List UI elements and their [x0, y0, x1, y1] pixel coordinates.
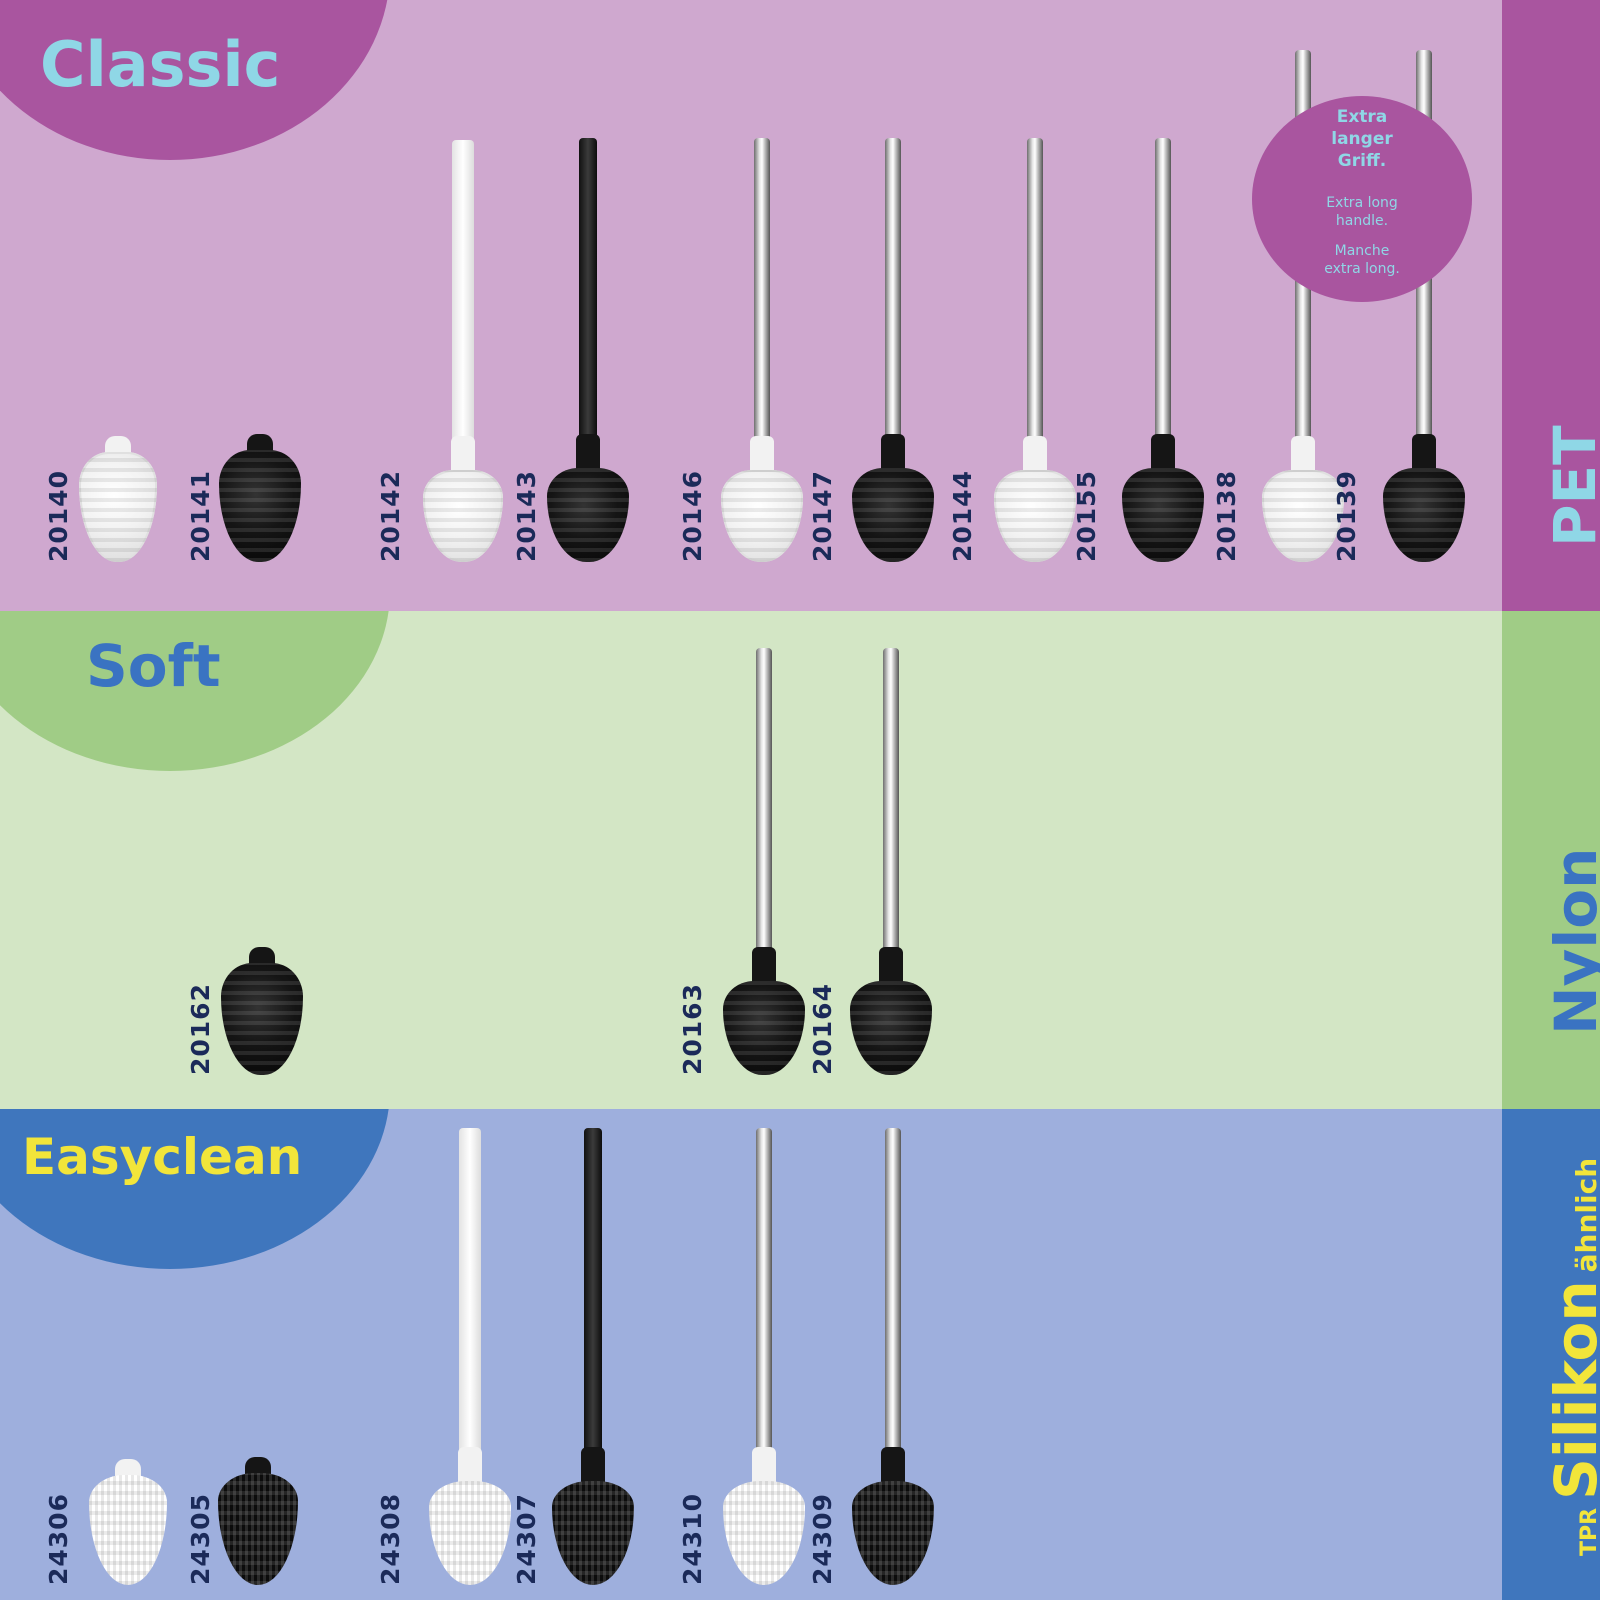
brush-handle: [756, 1128, 772, 1453]
product-code: 24307: [512, 1493, 541, 1585]
brush-handle: [756, 648, 772, 953]
extra-long-handle-badge: Extra langer Griff. Extra long handle. M…: [1252, 96, 1472, 302]
material-label-pet: PET: [1541, 425, 1600, 547]
badge-text-fr: Manche extra long.: [1324, 243, 1400, 277]
brush-neck: [752, 947, 776, 987]
material-strip-silikon: TPR Silikon ähnlich: [1502, 1109, 1600, 1600]
brush-neck: [1291, 436, 1315, 476]
material-suffix: ähnlich: [1570, 1157, 1600, 1273]
brush-neck: [1023, 436, 1047, 476]
brush-handle: [584, 1128, 602, 1453]
brush-neck: [881, 434, 905, 474]
product-code: 24310: [678, 1493, 707, 1585]
brush-neck: [879, 947, 903, 987]
material-strip-pet: PET: [1502, 0, 1600, 611]
brush-head: [221, 963, 303, 1075]
product-code: 20139: [1332, 470, 1361, 562]
material-name-silikon: Silikon: [1542, 1280, 1600, 1500]
brush-handle: [885, 1128, 901, 1453]
product-code: 20162: [186, 983, 215, 1075]
material-strip-nylon: Nylon: [1502, 611, 1600, 1109]
brush-neck: [1412, 434, 1436, 474]
product-code: 20140: [44, 470, 73, 562]
brush-neck: [451, 436, 475, 476]
brush-neck: [750, 436, 774, 476]
product-code: 20141: [186, 470, 215, 562]
product-code: 20163: [678, 983, 707, 1075]
product-code: 20142: [376, 470, 405, 562]
product-code: 24309: [808, 1493, 837, 1585]
product-code: 20138: [1212, 470, 1241, 562]
product-code: 20143: [512, 470, 541, 562]
brush-neck: [881, 1447, 905, 1487]
product-code: 20146: [678, 470, 707, 562]
product-code: 20155: [1072, 470, 1101, 562]
material-prefix-tpr: TPR: [1577, 1507, 1600, 1556]
brush-handle: [1155, 138, 1171, 440]
brush-handle: [754, 138, 770, 442]
brush-handle: [1027, 138, 1043, 442]
brush-handle: [579, 138, 597, 440]
badge-text-en: Extra long handle.: [1326, 195, 1398, 229]
material-label-silikon: TPR Silikon ähnlich: [1542, 1158, 1600, 1556]
brush-neck: [752, 1447, 776, 1487]
brush-head: [1122, 468, 1204, 562]
brush-handle: [885, 138, 901, 440]
material-label-nylon: Nylon: [1542, 847, 1600, 1035]
badge-text-de: Extra langer Griff.: [1331, 107, 1393, 171]
brush-neck: [581, 1447, 605, 1487]
brush-neck: [1151, 434, 1175, 474]
product-code: 20144: [948, 470, 977, 562]
product-code: 20147: [808, 470, 837, 562]
brush-handle: [452, 140, 474, 442]
product-code: 20164: [808, 983, 837, 1075]
product-code: 24308: [376, 1493, 405, 1585]
category-title-soft: Soft: [86, 632, 221, 700]
brush-head: [79, 452, 157, 562]
product-code: 24305: [186, 1493, 215, 1585]
brush-neck: [576, 434, 600, 474]
brush-handle: [883, 648, 899, 953]
brush-neck: [458, 1447, 482, 1487]
product-code: 24306: [44, 1493, 73, 1585]
brush-handle: [459, 1128, 481, 1453]
brush-head: [994, 470, 1076, 562]
category-title-classic: Classic: [40, 28, 281, 101]
category-title-easyclean: Easyclean: [22, 1128, 303, 1186]
